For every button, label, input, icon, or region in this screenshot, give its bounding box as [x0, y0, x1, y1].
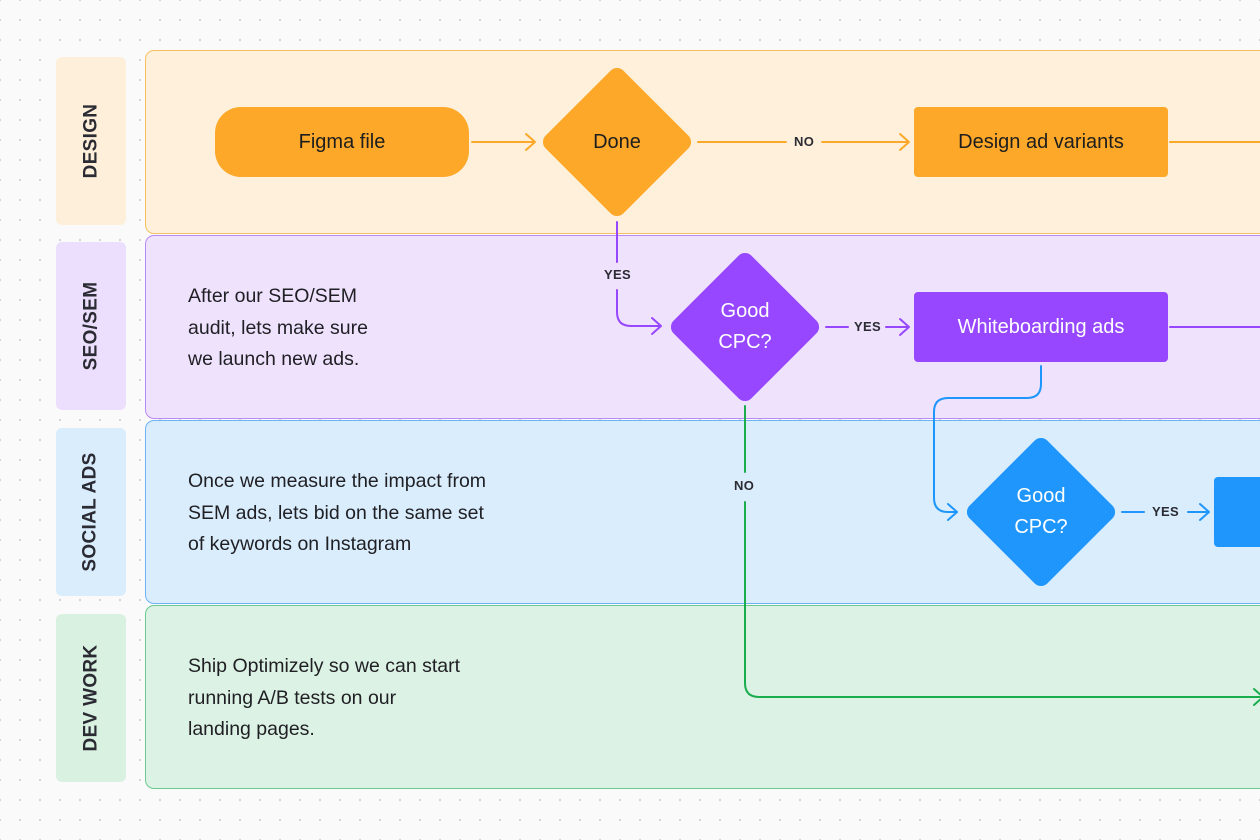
social-good-cpc-line: CPC? — [1014, 516, 1068, 538]
arrowhead — [947, 503, 958, 521]
social-good-cpc-decision[interactable]: Good CPC? — [963, 434, 1119, 590]
social-good-cpc-label: Good CPC? — [963, 434, 1119, 590]
design-ad-variants-node[interactable]: Design ad variants — [914, 107, 1168, 177]
edge-label-seo-cpc-yes: YES — [854, 319, 881, 334]
dev-note: Ship Optimizely so we can start running … — [188, 651, 460, 746]
edge-label-done-yes: YES — [604, 267, 631, 282]
done-decision-label: Done — [539, 64, 695, 220]
figma-file-label: Figma file — [298, 130, 386, 153]
edge-done-yes-bottom — [616, 289, 661, 327]
seo-good-cpc-line: Good — [720, 300, 770, 322]
social-note: Once we measure the impact from SEM ads,… — [188, 466, 486, 561]
social-note-line: of keywords on Instagram — [188, 533, 412, 555]
done-decision[interactable]: Done — [539, 64, 695, 220]
seo-note-line: audit, lets make sure — [188, 316, 368, 339]
arrowhead — [899, 133, 910, 151]
arrowhead — [1253, 688, 1260, 706]
lane-label-dev: DEV WORK — [56, 614, 126, 782]
dev-note-line: landing pages. — [188, 718, 315, 740]
edge-whiteboarding-to-social-cpc — [933, 365, 1042, 513]
edge-label-done-no: NO — [794, 134, 815, 149]
lane-label-social: SOCIAL ADS — [56, 428, 126, 596]
seo-good-cpc-label: Good CPC? — [667, 249, 823, 405]
arrowhead — [651, 317, 662, 335]
arrowhead — [899, 318, 910, 336]
social-good-cpc-line: Good — [1016, 485, 1066, 507]
seo-note: After our SEO/SEM audit, lets make sure … — [188, 281, 368, 376]
edge-label-social-cpc-yes: YES — [1152, 504, 1179, 519]
design-ad-variants-label: Design ad variants — [958, 130, 1124, 153]
figma-file-node[interactable]: Figma file — [215, 107, 469, 177]
seo-note-line: we launch new ads. — [188, 348, 360, 370]
social-next-node[interactable] — [1214, 477, 1260, 547]
arrowhead — [1199, 503, 1210, 521]
whiteboarding-ads-node[interactable]: Whiteboarding ads — [914, 292, 1168, 362]
seo-good-cpc-line: CPC? — [718, 331, 772, 353]
dev-note-line: running A/B tests on our — [188, 686, 397, 709]
seo-good-cpc-decision[interactable]: Good CPC? — [667, 249, 823, 405]
social-note-line: SEM ads, lets bid on the same set — [188, 501, 484, 524]
seo-note-line: After our SEO/SEM — [188, 285, 358, 307]
lane-label-design: DESIGN — [56, 57, 126, 225]
arrowhead — [525, 133, 536, 151]
lane-label-seo: SEO/SEM — [56, 242, 126, 410]
edge-seo-cpc-no-bottom — [744, 501, 1260, 698]
dev-note-line: Ship Optimizely so we can start — [188, 655, 461, 677]
done-label: Done — [593, 130, 641, 153]
edge-label-seo-cpc-no: NO — [734, 478, 755, 493]
whiteboarding-ads-label: Whiteboarding ads — [957, 315, 1125, 338]
social-note-line: Once we measure the impact from — [188, 470, 487, 492]
